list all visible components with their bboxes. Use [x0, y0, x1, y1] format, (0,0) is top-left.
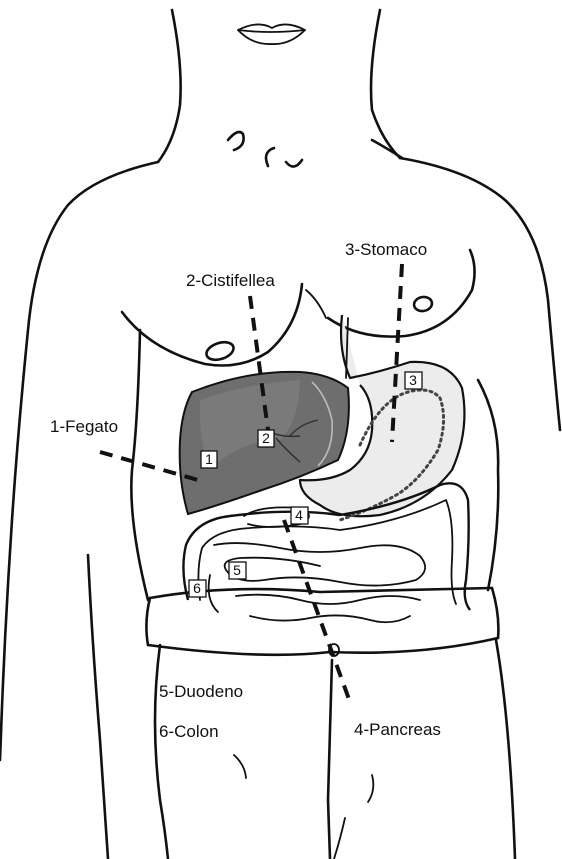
marker-5: 5: [229, 562, 246, 579]
label-cistifellea: 2-Cistifellea: [186, 271, 275, 290]
left-nipple: [204, 339, 236, 363]
label-pancreas: 4-Pancreas: [354, 720, 441, 739]
neck-left: [158, 10, 181, 162]
label-stomaco: 3-Stomaco: [345, 240, 427, 259]
fly-line: [328, 660, 332, 859]
organs: [180, 315, 470, 622]
left-pectoral: [122, 284, 302, 366]
svg-text:4: 4: [295, 507, 303, 523]
svg-text:3: 3: [409, 372, 417, 388]
svg-text:2: 2: [262, 430, 270, 446]
svg-text:5: 5: [233, 562, 241, 578]
right-nipple: [413, 296, 433, 313]
marker-6: 6: [189, 580, 206, 597]
leader-pancreas: [284, 520, 350, 702]
marker-4: 4: [291, 507, 308, 524]
lips: [238, 24, 305, 44]
waistband-bottom: [148, 638, 498, 655]
svg-text:6: 6: [193, 580, 201, 596]
label-duodeno: 5-Duodeno: [159, 682, 243, 701]
neck-right: [371, 10, 400, 158]
svg-text:1: 1: [205, 451, 213, 467]
marker-3: 3: [405, 372, 422, 389]
marker-2: 2: [258, 430, 274, 447]
marker-1: 1: [201, 451, 217, 468]
clavicle-left: [228, 132, 244, 150]
torso-right-side: [478, 380, 498, 590]
label-fegato: 1-Fegato: [50, 417, 118, 436]
label-colon: 6-Colon: [159, 722, 219, 741]
left-arm-inner: [88, 555, 108, 859]
